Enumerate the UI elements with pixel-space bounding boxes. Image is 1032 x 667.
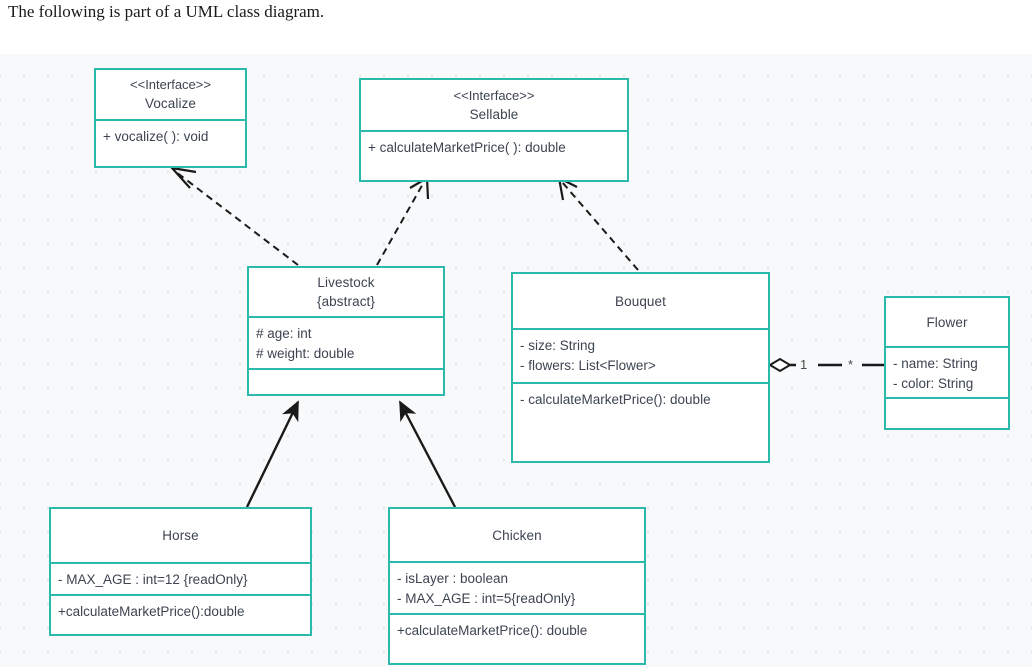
class-name-label: Horse [162, 528, 199, 543]
class-node-horse[interactable]: Horse - MAX_AGE : int=12 {readOnly} +cal… [49, 507, 312, 636]
operation-item: - calculateMarketPrice(): double [520, 392, 711, 407]
attribute-item: - MAX_AGE : int=12 {readOnly} [58, 572, 248, 587]
stereotype-label: <<Interface>> [130, 77, 211, 92]
multiplicity-bouquet-end: 1 [800, 357, 808, 372]
operation-item: +calculateMarketPrice():double [58, 604, 245, 619]
class-node-livestock[interactable]: Livestock {abstract} # age: int # weight… [247, 266, 445, 396]
class-name-label: Livestock [317, 275, 375, 290]
operation-item: + vocalize( ): void [103, 129, 209, 144]
attribute-item: - size: String [520, 338, 596, 353]
class-node-sellable[interactable]: <<Interface>> Sellable + calculateMarket… [359, 78, 629, 182]
stereotype-label: <<Interface>> [453, 87, 535, 103]
class-node-chicken[interactable]: Chicken - isLayer : boolean - MAX_AGE : … [388, 507, 646, 665]
empty-compartment [249, 368, 443, 394]
edge-livestock-realizes-vocalize [169, 166, 299, 266]
class-node-vocalize[interactable]: <<Interface>> Vocalize + vocalize( ): vo… [94, 68, 247, 168]
diagram-canvas: Vocalize (realization, dashed, open arro… [0, 54, 1032, 667]
class-name-label: Flower [926, 314, 968, 330]
class-name-label: Chicken [492, 527, 542, 543]
class-name-label: Bouquet [615, 293, 666, 309]
attribute-item: - MAX_AGE : int=5{readOnly} [397, 591, 576, 606]
attribute-item: - name: String [893, 356, 978, 371]
edge-horse-extends-livestock [245, 400, 300, 508]
attribute-item: # age: int [256, 326, 312, 341]
page-caption: The following is part of a UML class dia… [8, 2, 325, 21]
attribute-item: # weight: double [256, 346, 355, 361]
multiplicity-flower-end: * [848, 357, 854, 372]
class-modifier-label: {abstract} [316, 294, 376, 309]
class-node-bouquet[interactable]: Bouquet - size: String - flowers: List<F… [511, 272, 770, 463]
attribute-item: - flowers: List<Flower> [520, 358, 656, 373]
edge-livestock-realizes-sellable [376, 176, 430, 266]
edge-bouquet-aggregates-flower [768, 357, 884, 373]
class-name-label: Sellable [469, 106, 519, 122]
edge-bouquet-realizes-sellable [557, 176, 639, 271]
attribute-item: - isLayer : boolean [397, 571, 509, 586]
class-name-label: Vocalize [144, 96, 197, 111]
attribute-item: - color: String [893, 376, 974, 391]
operation-item: +calculateMarketPrice(): double [397, 623, 588, 638]
operation-item: + calculateMarketPrice( ): double [368, 140, 566, 155]
edge-chicken-extends-livestock [398, 400, 457, 508]
empty-compartment [886, 397, 1008, 428]
class-node-flower[interactable]: Flower - name: String - color: String [884, 296, 1010, 430]
